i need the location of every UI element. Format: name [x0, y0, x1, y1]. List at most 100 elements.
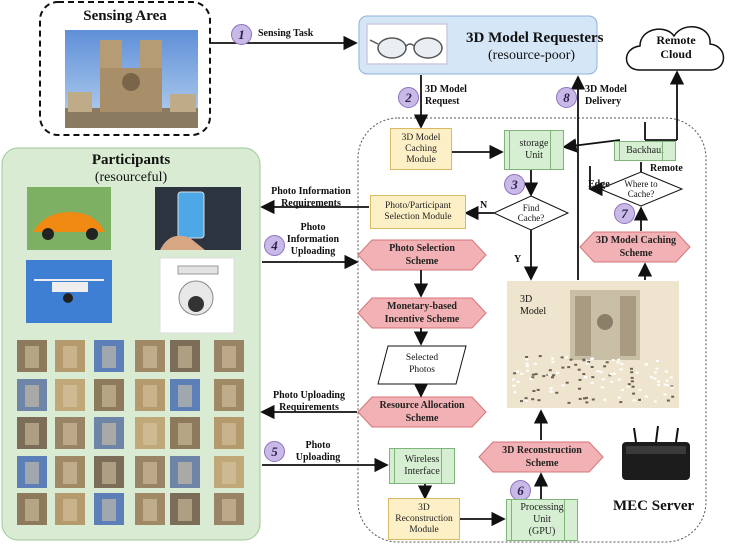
- selection-module-box: Photo/Participant Selection Module: [370, 195, 466, 229]
- step-4: 4: [264, 235, 285, 256]
- requesters-title: 3D Model Requesters: [466, 30, 604, 46]
- storage-unit-box: storage Unit: [504, 130, 564, 170]
- grid-photo-facade: [63, 346, 77, 368]
- camera-point: [524, 397, 528, 400]
- camera-point: [617, 358, 621, 361]
- ptz-camera-photo: [159, 257, 235, 334]
- camera-point: [632, 392, 636, 395]
- camera-point: [596, 370, 600, 373]
- camera-point: [612, 372, 616, 375]
- grid-photo-facade: [25, 462, 39, 484]
- smart-glasses-icon: [366, 23, 448, 65]
- camera-point: [565, 381, 569, 384]
- camera-point: [524, 399, 528, 402]
- grid-photo-facade: [25, 423, 39, 445]
- camera-point: [512, 384, 516, 387]
- camera-point: [512, 378, 515, 381]
- camera-point: [574, 363, 578, 366]
- selected-photos-text: Selected Photos: [405, 353, 439, 375]
- step-2: 2: [398, 87, 419, 108]
- label-y: Y: [514, 254, 522, 265]
- camera-point: [561, 366, 565, 369]
- camera-point: [630, 380, 634, 383]
- remote-cloud-label: Remote Cloud: [656, 33, 696, 61]
- wireless-interface-box: Wireless Interface: [389, 448, 455, 484]
- point-cloud: [570, 290, 640, 360]
- camera-point: [638, 398, 641, 401]
- camera-point: [631, 385, 635, 388]
- label-sensing-task: Sensing Task: [258, 28, 314, 39]
- photo-grid: [17, 340, 244, 525]
- camera-point: [525, 365, 529, 368]
- find-cache-text: Find Cache?: [517, 203, 545, 223]
- camera-point: [585, 396, 588, 399]
- label-n: N: [480, 200, 488, 211]
- label-photo-info-req: Photo Information Requirements: [271, 186, 351, 209]
- camera-point: [621, 388, 625, 391]
- camera-point: [569, 358, 573, 361]
- grid-photo-facade: [63, 385, 77, 407]
- camera-point: [590, 358, 594, 361]
- selected-photos-shape: [377, 345, 467, 385]
- camera-point: [564, 356, 568, 359]
- camera-point: [560, 356, 564, 359]
- camera-point: [619, 368, 623, 371]
- camera-point: [537, 399, 541, 402]
- camera-point: [626, 385, 630, 388]
- grid-photo-facade: [63, 499, 77, 521]
- camera-point: [603, 365, 607, 368]
- remote-cloud-shape: [625, 26, 725, 71]
- 3d-model-label: 3D Model: [520, 294, 547, 317]
- camera-point: [538, 355, 542, 358]
- camera-point: [590, 366, 594, 368]
- camera-point: [555, 391, 559, 394]
- camera-point: [653, 377, 657, 380]
- camera-point: [534, 373, 538, 376]
- incentive-text: Monetary-based Incentive Scheme: [384, 301, 460, 325]
- camera-point: [533, 362, 537, 365]
- camera-point: [654, 371, 658, 374]
- camera-point: [549, 387, 553, 390]
- camera-point: [669, 376, 673, 379]
- grid-photo-facade: [25, 346, 39, 368]
- camera-point: [666, 399, 670, 402]
- flow-lines: [589, 122, 646, 189]
- label-photo-info-upload: Photo Information Uploading: [286, 222, 340, 257]
- camera-point: [582, 358, 586, 361]
- hex-caching-scheme: [579, 231, 691, 263]
- camera-point: [601, 378, 605, 381]
- smartphone-photo: [155, 187, 241, 250]
- camera-point: [529, 377, 533, 380]
- grid-photo-facade: [143, 385, 157, 407]
- camera-point: [552, 374, 556, 377]
- camera-point: [655, 367, 659, 370]
- caching-scheme-text: 3D Model Caching Scheme: [596, 235, 676, 259]
- camera-point: [531, 398, 535, 401]
- grid-photo-facade: [178, 346, 192, 368]
- grid-photo-facade: [178, 423, 192, 445]
- grid-photo-facade: [102, 423, 116, 445]
- camera-point: [536, 388, 540, 391]
- camera-point: [665, 379, 669, 382]
- camera-point: [520, 372, 524, 375]
- hex-reconstruction: [478, 441, 604, 473]
- camera-point: [670, 386, 674, 389]
- grid-photo-facade: [178, 385, 192, 407]
- grid-photo-facade: [143, 462, 157, 484]
- grid-photo-facade: [143, 346, 157, 368]
- camera-point: [591, 376, 595, 379]
- mec-server-label: MEC Server: [613, 498, 695, 514]
- backhaul-box: Backhaul: [614, 141, 676, 161]
- step-8: 8: [556, 87, 577, 108]
- camera-point: [610, 380, 614, 383]
- camera-point: [567, 366, 571, 369]
- mec-router-icon: [622, 425, 690, 480]
- camera-point: [578, 397, 582, 400]
- sensing-area-title: Sensing Area: [83, 8, 167, 24]
- camera-point: [650, 376, 654, 379]
- grid-photo-facade: [178, 499, 192, 521]
- diamond-where-cache: [598, 171, 684, 207]
- camera-point: [515, 370, 519, 373]
- grid-photo-facade: [222, 346, 236, 368]
- camera-point: [656, 360, 659, 362]
